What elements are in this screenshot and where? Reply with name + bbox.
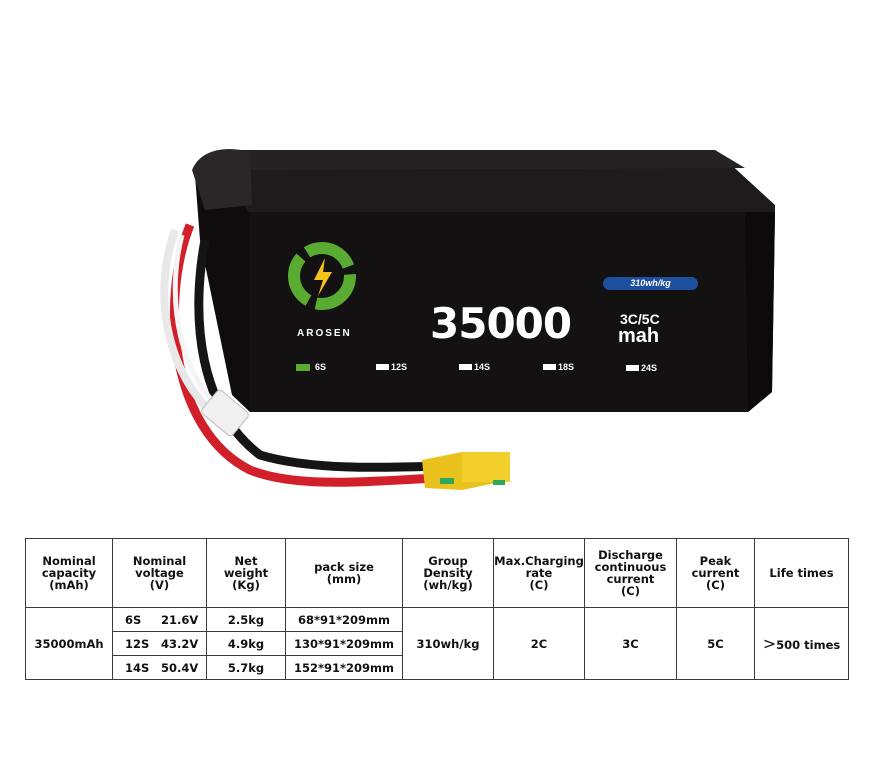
density-cell: 310wh/kg [402,607,494,680]
cell-options: 6S 12S 14S 18S 24S [296,362,696,376]
size-cell: 152*91*209mm [285,655,403,680]
checkbox-icon [543,364,556,370]
recycle-lightning-logo-icon [288,242,356,310]
capacity-cell: 35000mAh [25,607,113,680]
weight-cell: 2.5kg [206,607,286,632]
charging-rate-cell: 2C [493,607,585,680]
checkbox-checked-icon [296,363,310,371]
cell-option-14s: 14S [459,362,490,372]
checkbox-icon [459,364,472,370]
checkbox-icon [376,364,389,370]
battery-illustration [160,149,775,490]
header-life-times: Life times [754,538,849,608]
brand-label: AROSEN [297,328,352,339]
unit-label: mah [618,325,660,347]
cell-option-24s: 24S [626,363,657,373]
cell-option-18s: 18S [543,362,574,372]
capacity-number: 35000 [430,299,572,348]
size-cell: 130*91*209mm [285,631,403,656]
weight-cell: 5.7kg [206,655,286,680]
density-badge-bg [603,277,698,290]
cell-option-6s: 6S [296,362,326,372]
peak-current-cell: 5C [676,607,755,680]
weight-cell: 4.9kg [206,631,286,656]
density-badge: 310wh/kg [630,278,671,288]
discharge-cell: 3C [584,607,677,680]
size-cell: 68*91*209mm [285,607,403,632]
life-times-cell: >500 times [754,607,849,680]
checkbox-icon [626,365,639,371]
battery-product-image: AROSEN 310wh/kg 35000 3C/5C mah 6S 12S 1… [160,149,775,490]
header-pack-size: pack size(mm) [285,538,403,608]
rate-label: 3C/5C [620,311,660,327]
cell-option-12s: 12S [376,362,407,372]
